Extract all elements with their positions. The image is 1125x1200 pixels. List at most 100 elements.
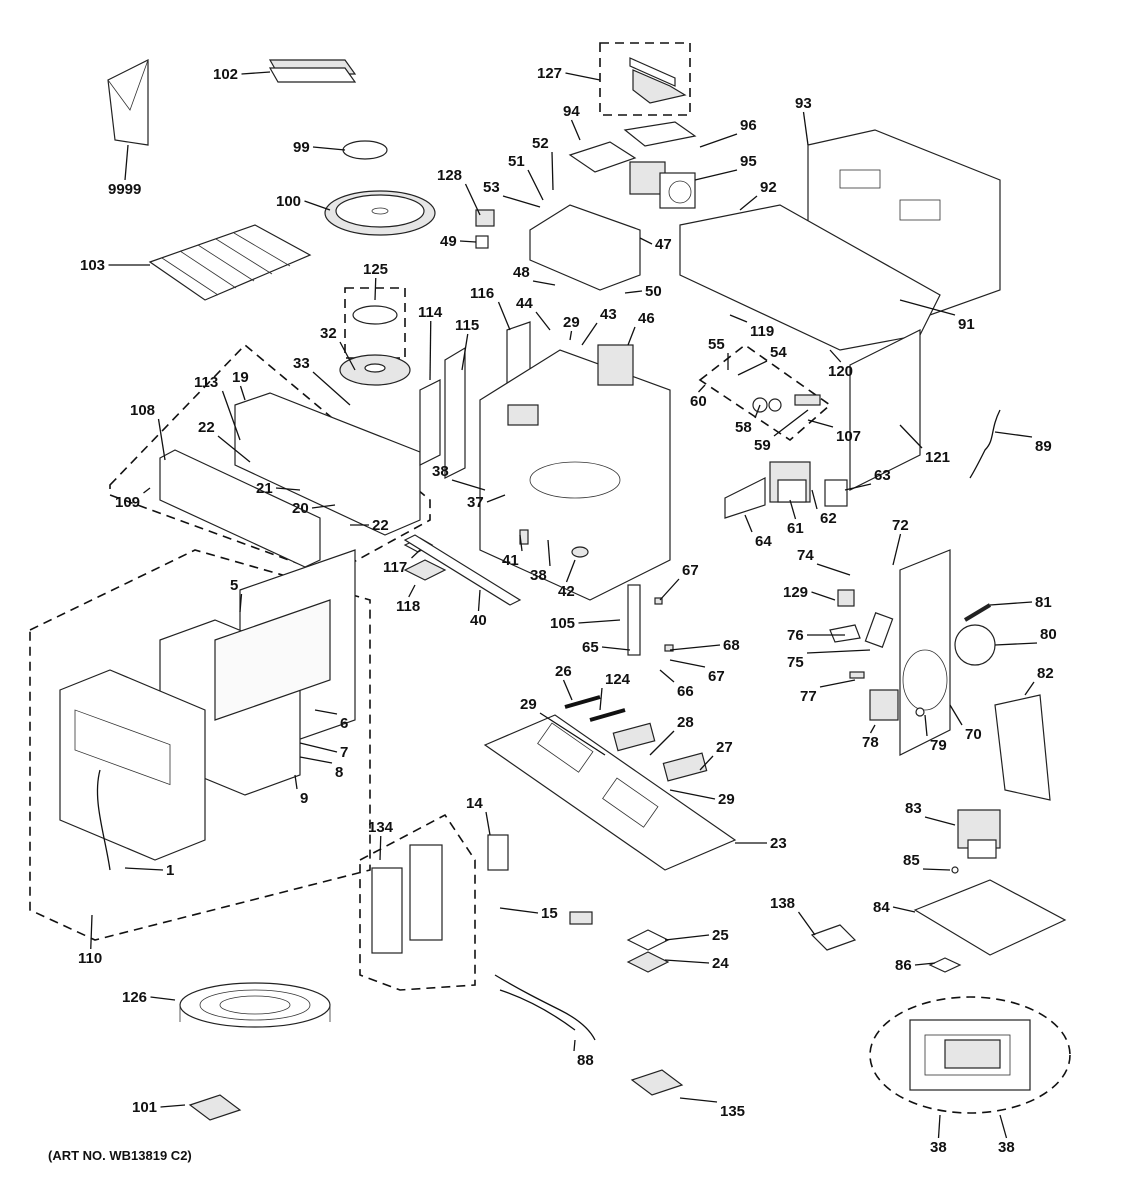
leader-line [664, 934, 710, 941]
callout-84: 84 [873, 899, 916, 916]
callout-label: 77 [800, 688, 817, 705]
callout-label: 68 [723, 637, 740, 654]
leader-line [547, 539, 551, 567]
packet-101-icon [188, 1094, 242, 1121]
leader-line [477, 589, 481, 612]
callout-label: 61 [787, 520, 804, 537]
callout-20: 20 [292, 500, 336, 517]
door-glass-5 [214, 599, 331, 721]
assembly-box-base-detail [869, 996, 1071, 1114]
callout-119: 119 [729, 314, 774, 340]
assembly-box-110 [29, 549, 371, 941]
leader-line [949, 704, 963, 726]
leader-line [892, 906, 916, 913]
callout-118: 118 [396, 584, 420, 615]
leader-line [773, 409, 809, 437]
callout-54: 54 [737, 344, 787, 376]
leader-line [485, 811, 491, 836]
callout-label: 119 [750, 323, 774, 340]
leader-line [379, 835, 382, 861]
callout-label: 1 [166, 862, 174, 879]
part-118-icon [403, 559, 447, 581]
callout-label: 93 [795, 95, 812, 112]
leader-line [459, 240, 477, 243]
leader-line [217, 435, 251, 463]
callout-74: 74 [797, 547, 851, 576]
callout-59: 59 [754, 409, 809, 454]
grille-128-icon [475, 209, 495, 227]
duct-housing-47-icon [529, 204, 641, 291]
callout-38: 38 [930, 1114, 947, 1156]
callout-14: 14 [466, 795, 491, 836]
leader-line [807, 419, 834, 428]
callout-9: 9 [294, 774, 308, 807]
leader-line [599, 687, 603, 711]
callout-125: 125 [363, 261, 388, 301]
leader-line [737, 360, 768, 376]
callout-label: 40 [470, 612, 487, 629]
leader-line [275, 487, 301, 491]
callout-label: 44 [516, 295, 533, 312]
callout-29: 29 [563, 314, 580, 341]
callout-label: 115 [455, 317, 479, 334]
callout-67: 67 [669, 659, 725, 685]
callout-label: 121 [925, 449, 950, 466]
leader-line [239, 593, 243, 613]
callout-65: 65 [582, 639, 631, 656]
callout-label: 103 [80, 257, 105, 274]
callout-label: 70 [965, 726, 982, 743]
callout-64: 64 [744, 514, 772, 550]
leader-line [624, 290, 643, 294]
callout-label: 15 [541, 905, 558, 922]
callout-label: 79 [930, 737, 947, 754]
leader-line [374, 277, 377, 301]
callout-label: 38 [432, 463, 449, 480]
leader-line [221, 390, 241, 441]
callout-label: 49 [440, 233, 457, 250]
panel-114-icon [419, 379, 441, 466]
bottom-plate-23-icon [483, 714, 737, 871]
callout-116: 116 [470, 285, 511, 331]
leader-line [429, 320, 432, 381]
callout-29: 29 [669, 789, 735, 808]
callout-100: 100 [276, 193, 331, 211]
callout-126: 126 [122, 989, 176, 1006]
control-module-134b-icon [409, 844, 443, 941]
callout-label: 62 [820, 510, 837, 527]
callout-5: 5 [230, 577, 243, 613]
callout-label: 83 [905, 800, 922, 817]
callout-label: 128 [437, 167, 462, 184]
callout-label: 19 [232, 369, 249, 386]
bracket-63-icon [824, 479, 848, 507]
leader-line [924, 714, 928, 737]
leader-line [124, 867, 164, 871]
leader-line [649, 730, 675, 756]
leader-line [241, 71, 271, 75]
callout-label: 109 [115, 494, 140, 511]
callout-42: 42 [558, 559, 576, 600]
leader-line [294, 774, 298, 790]
leader-line [573, 1039, 576, 1052]
leader-line [669, 659, 706, 668]
part-79-icon [915, 707, 925, 717]
callout-108: 108 [130, 402, 166, 461]
callout-75: 75 [787, 649, 871, 671]
callout-label: 55 [708, 336, 725, 353]
callout-label: 134 [368, 819, 394, 836]
callout-25: 25 [664, 927, 729, 944]
callout-label: 65 [582, 639, 599, 656]
leader-line [937, 1114, 941, 1139]
callout-label: 9999 [108, 181, 141, 198]
callout-label: 29 [520, 696, 537, 713]
callout-83: 83 [905, 800, 956, 826]
part-14-icon [487, 834, 509, 871]
callout-134: 134 [368, 819, 394, 861]
callout-128: 128 [437, 167, 481, 216]
callout-121: 121 [899, 424, 950, 466]
window-plate-icon [569, 911, 593, 925]
callout-label: 47 [655, 236, 672, 253]
callout-6: 6 [314, 709, 348, 732]
callout-label: 81 [1035, 594, 1052, 611]
callout-label: 52 [532, 135, 549, 152]
